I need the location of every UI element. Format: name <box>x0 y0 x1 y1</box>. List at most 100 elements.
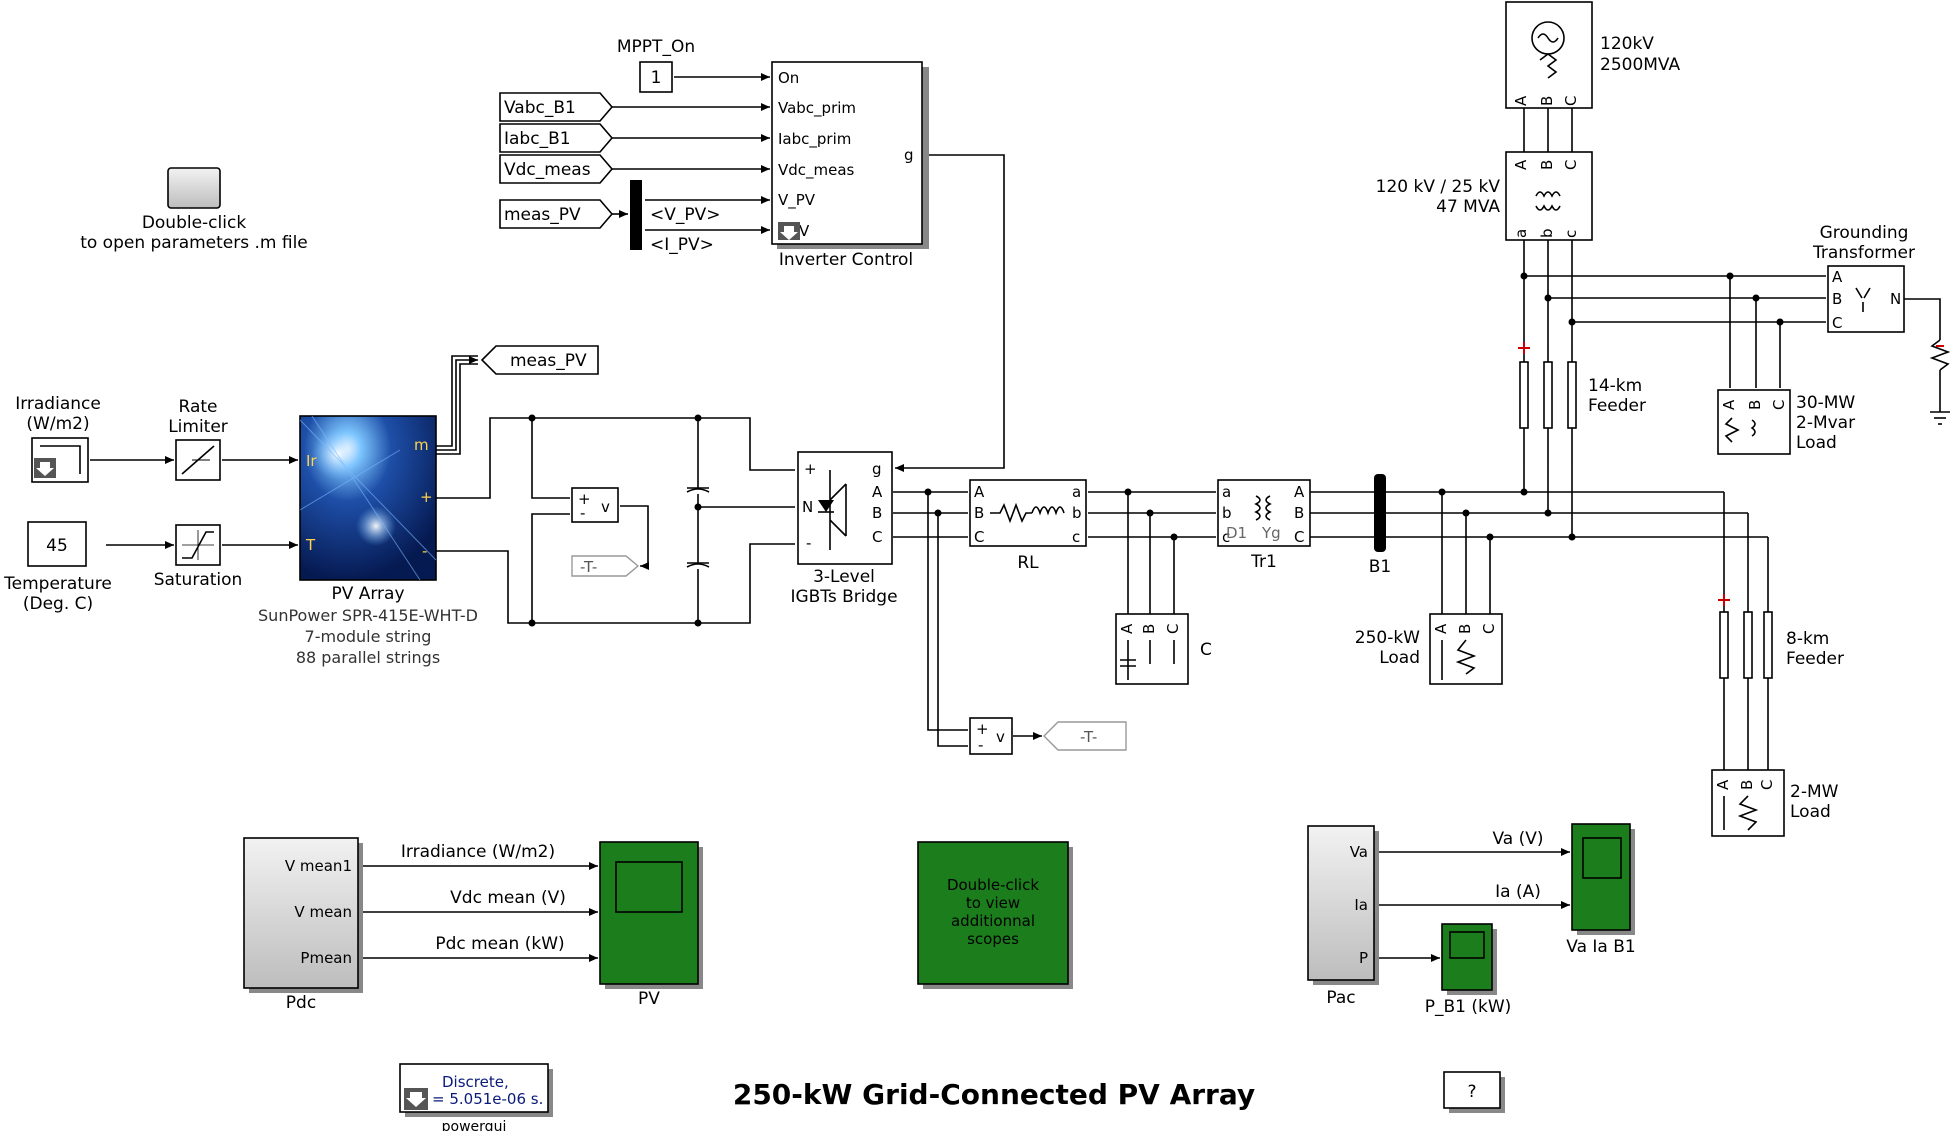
load250-label-2: Load <box>1379 648 1420 668</box>
rl-in-c: C <box>974 528 984 546</box>
bus-selector[interactable]: <V_PV> <I_PV> <box>630 180 721 255</box>
bridge-port-minus: - <box>806 534 811 552</box>
from-tag-iabc-b1[interactable]: Iabc_B1 <box>499 123 614 153</box>
temperature-label-1: Temperature <box>3 574 112 594</box>
pv-scope-sig1: Irradiance (W/m2) <box>401 842 555 862</box>
load2mw-port-c: C <box>1758 780 1776 790</box>
load-250kw-block[interactable]: A B C 250-kW Load <box>1355 613 1503 685</box>
download-icon <box>778 222 800 240</box>
feeder-14km-block[interactable]: 14-km Feeder <box>1518 342 1646 466</box>
load2mw-port-a: A <box>1714 779 1732 790</box>
load250-port-c: C <box>1480 624 1498 634</box>
bridge-name-1: 3-Level <box>813 567 875 587</box>
pac-subsystem-block[interactable]: Va Ia P Pac <box>1307 825 1379 1008</box>
help-label: ? <box>1467 1082 1476 1102</box>
pv-scope-sig3: Pdc mean (kW) <box>435 934 564 954</box>
main-tr-top-b: B <box>1538 160 1556 170</box>
source-label-1: 120kV <box>1600 34 1654 54</box>
pv-port-t: T <box>305 536 316 554</box>
from-tag-meas-pv[interactable]: meas_PV <box>499 199 614 229</box>
igbt-icon <box>818 470 847 550</box>
load-2mw-block[interactable]: A B C 2-MW Load <box>1711 769 1839 837</box>
goto-tag-meas-pv[interactable]: meas_PV <box>480 345 599 375</box>
pdc-name: Pdc <box>286 993 316 1013</box>
bridge-port-n: N <box>802 498 813 516</box>
pac-out-va: Va <box>1350 843 1368 861</box>
powergui-line2: = 5.051e-06 s. <box>432 1090 543 1108</box>
source-port-c: C <box>1562 96 1580 106</box>
temperature-value: 45 <box>46 536 68 556</box>
rl-branch-block[interactable]: A B C a b c RL <box>969 479 1087 573</box>
bridge-port-a: A <box>872 483 883 501</box>
mppt-constant-block[interactable]: MPPT_On 1 <box>617 37 695 93</box>
main-tr-bot-b: b <box>1538 228 1556 238</box>
inverter-control-block[interactable]: On Vabc_prim Iabc_prim Vdc_meas V_PV I_P… <box>771 61 929 270</box>
grounding-port-b: B <box>1832 290 1842 308</box>
pv-scope-block[interactable]: PV <box>599 841 703 1009</box>
mppt-value: 1 <box>651 68 662 88</box>
load-30mw-block[interactable]: A B C 30-MW 2-Mvar Load <box>1717 389 1855 455</box>
b1-bus-block[interactable]: B1 <box>1369 474 1391 577</box>
main-transformer-block[interactable]: A B C a b c 120 kV / 25 kV 47 MVA <box>1376 151 1593 241</box>
pdc-out-vmean: V mean <box>294 903 352 921</box>
feeder-8km-block[interactable]: 8-km Feeder <box>1718 594 1844 710</box>
grounding-label-2: Transformer <box>1812 243 1915 263</box>
pdc-subsystem-block[interactable]: V mean1 V mean Pmean Pdc <box>243 837 363 1013</box>
main-tr-bot-c: c <box>1562 230 1580 238</box>
pv-array-block[interactable]: Ir T m + - PV Array SunPower SPR-415E-WH… <box>258 415 478 667</box>
goto-meas-pv-label: meas_PV <box>510 351 587 371</box>
grounding-transformer-block[interactable]: Grounding Transformer A B C N <box>1812 223 1915 333</box>
bridge-port-g: g <box>872 460 882 478</box>
igbt-bridge-block[interactable]: + N - g A B C 3-Level IGBTs Bridge <box>790 451 898 607</box>
from-tag-iabc-label: Iabc_B1 <box>504 129 571 149</box>
from-tag-meas-pv-label: meas_PV <box>504 205 581 225</box>
additional-scopes-block[interactable]: Double-click to view additionnal scopes <box>917 841 1073 989</box>
rate-limiter-block[interactable]: Rate Limiter <box>168 397 228 481</box>
c-load-block[interactable]: A B C C <box>1115 613 1212 685</box>
feeder8-label-2: Feeder <box>1786 649 1844 669</box>
goto-tag-t-ac[interactable]: -T- <box>1043 721 1127 751</box>
from-tag-vdc-meas[interactable]: Vdc_meas <box>499 154 614 184</box>
saturation-label: Saturation <box>154 570 243 590</box>
grounding-port-c: C <box>1832 314 1842 332</box>
from-tag-vabc-b1[interactable]: Vabc_B1 <box>499 92 614 122</box>
load30-port-c: C <box>1770 400 1788 410</box>
rl-out-a: a <box>1072 483 1081 501</box>
main-tr-label-2: 47 MVA <box>1436 197 1500 217</box>
ac-voltmeter-block[interactable]: + - v <box>969 717 1013 755</box>
feeder14-label-1: 14-km <box>1588 376 1642 396</box>
dc-voltmeter-block[interactable]: + - v <box>571 487 619 523</box>
help-button[interactable]: ? <box>1443 1071 1505 1113</box>
scope-p-b1-block[interactable]: P_B1 (kW) <box>1425 923 1512 1017</box>
goto-t-ac-label: -T- <box>1080 728 1097 746</box>
scope-va-ia-b1-block[interactable]: Va Ia B1 <box>1566 823 1636 957</box>
source-port-b: B <box>1538 96 1556 106</box>
dc-vm-minus: - <box>580 504 585 522</box>
tr1-wind2: Yg <box>1261 524 1281 542</box>
main-tr-bot-a: a <box>1512 229 1530 238</box>
params-block[interactable]: Double-click to open parameters .m file <box>80 167 308 253</box>
main-tr-label-1: 120 kV / 25 kV <box>1376 177 1501 197</box>
powergui-line1: Discrete, <box>442 1073 509 1091</box>
feeder14-label-2: Feeder <box>1588 396 1646 416</box>
params-label-1: Double-click <box>142 213 247 233</box>
ac-vm-minus: - <box>978 736 983 754</box>
additional-scopes-line2: to view <box>966 894 1020 912</box>
irradiance-block[interactable]: Irradiance (W/m2) <box>15 394 101 483</box>
goto-tag-t-dc[interactable]: -T- <box>571 555 640 577</box>
powergui-name: powergui <box>442 1119 507 1131</box>
load250-port-b: B <box>1456 624 1474 634</box>
ic-port-vdc: Vdc_meas <box>778 161 855 180</box>
inverter-control-name: Inverter Control <box>779 250 913 270</box>
grid-source-block[interactable]: A B C 120kV 2500MVA <box>1505 1 1680 109</box>
pac-out-ia: Ia <box>1354 896 1368 914</box>
load30-port-b: B <box>1746 400 1764 410</box>
powergui-block[interactable]: Discrete, = 5.051e-06 s. powergui <box>399 1063 553 1131</box>
grounding-resistor <box>1929 339 1950 371</box>
additional-scopes-line1: Double-click <box>947 876 1039 894</box>
temperature-constant-block[interactable]: 45 Temperature (Deg. C) <box>3 521 112 614</box>
tr1-transformer-block[interactable]: a b c A B C D1 Yg Tr1 <box>1217 479 1311 572</box>
load2mw-label-2: Load <box>1790 802 1831 822</box>
saturation-block[interactable]: Saturation <box>154 524 243 590</box>
